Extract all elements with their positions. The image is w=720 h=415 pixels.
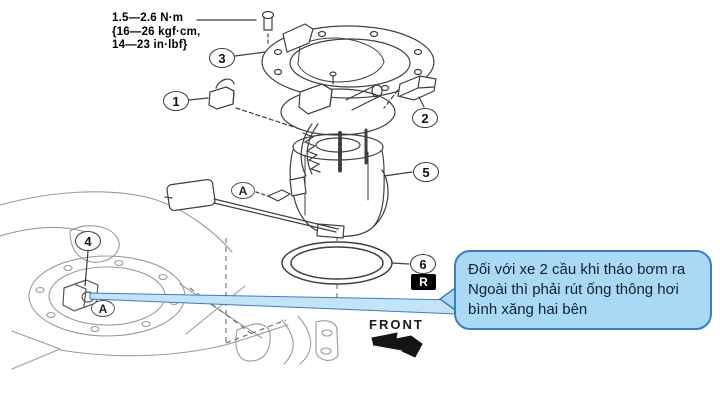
tank-vent-connector	[62, 250, 99, 312]
pump-body	[266, 133, 413, 239]
screw-icon	[196, 10, 275, 47]
callout-1: 1	[163, 91, 189, 111]
callout-5: 5	[413, 162, 439, 182]
front-arrow-icon	[371, 332, 423, 358]
callout-6: 6	[410, 254, 436, 274]
alignment-dashed-lines	[189, 236, 338, 344]
retaining-ring	[234, 23, 435, 99]
callout-4: 4	[75, 231, 101, 251]
fuel-pump-assembly	[164, 10, 437, 285]
clip-part-2	[383, 75, 437, 109]
detail-marker-a-lower: A	[91, 300, 115, 317]
front-label: FRONT	[369, 317, 424, 332]
callout-3: 3	[209, 48, 235, 68]
torque-line-3: 14—23 in·lbf}	[112, 39, 188, 51]
torque-line-1: 1.5—2.6 N·m	[112, 12, 184, 24]
torque-line-2: {16—26 kgf·cm,	[112, 25, 201, 38]
replace-part-badge: R	[411, 274, 436, 290]
sender-connector	[164, 178, 339, 233]
clip-part-1	[188, 78, 301, 130]
pump-flange	[280, 71, 396, 136]
torque-spec: 1.5—2.6 N·m {16—26 kgf·cm, 14—23 in·lbf}	[112, 12, 200, 53]
detail-marker-a-upper: A	[231, 182, 255, 199]
fuel-tank-outline	[0, 191, 339, 370]
callout-2: 2	[412, 108, 438, 128]
note-line-3: bình xăng hai bên	[468, 301, 588, 318]
o-ring-seal	[281, 241, 410, 285]
note-line-1: Đối với xe 2 cầu khi tháo bơm ra	[468, 261, 686, 278]
note-bubble: Đối với xe 2 cầu khi tháo bơm ra Ngoài t…	[454, 250, 712, 330]
note-line-2: Ngoài thì phải rút ống thông hơi	[468, 281, 679, 298]
note-pointer-line	[89, 284, 459, 315]
